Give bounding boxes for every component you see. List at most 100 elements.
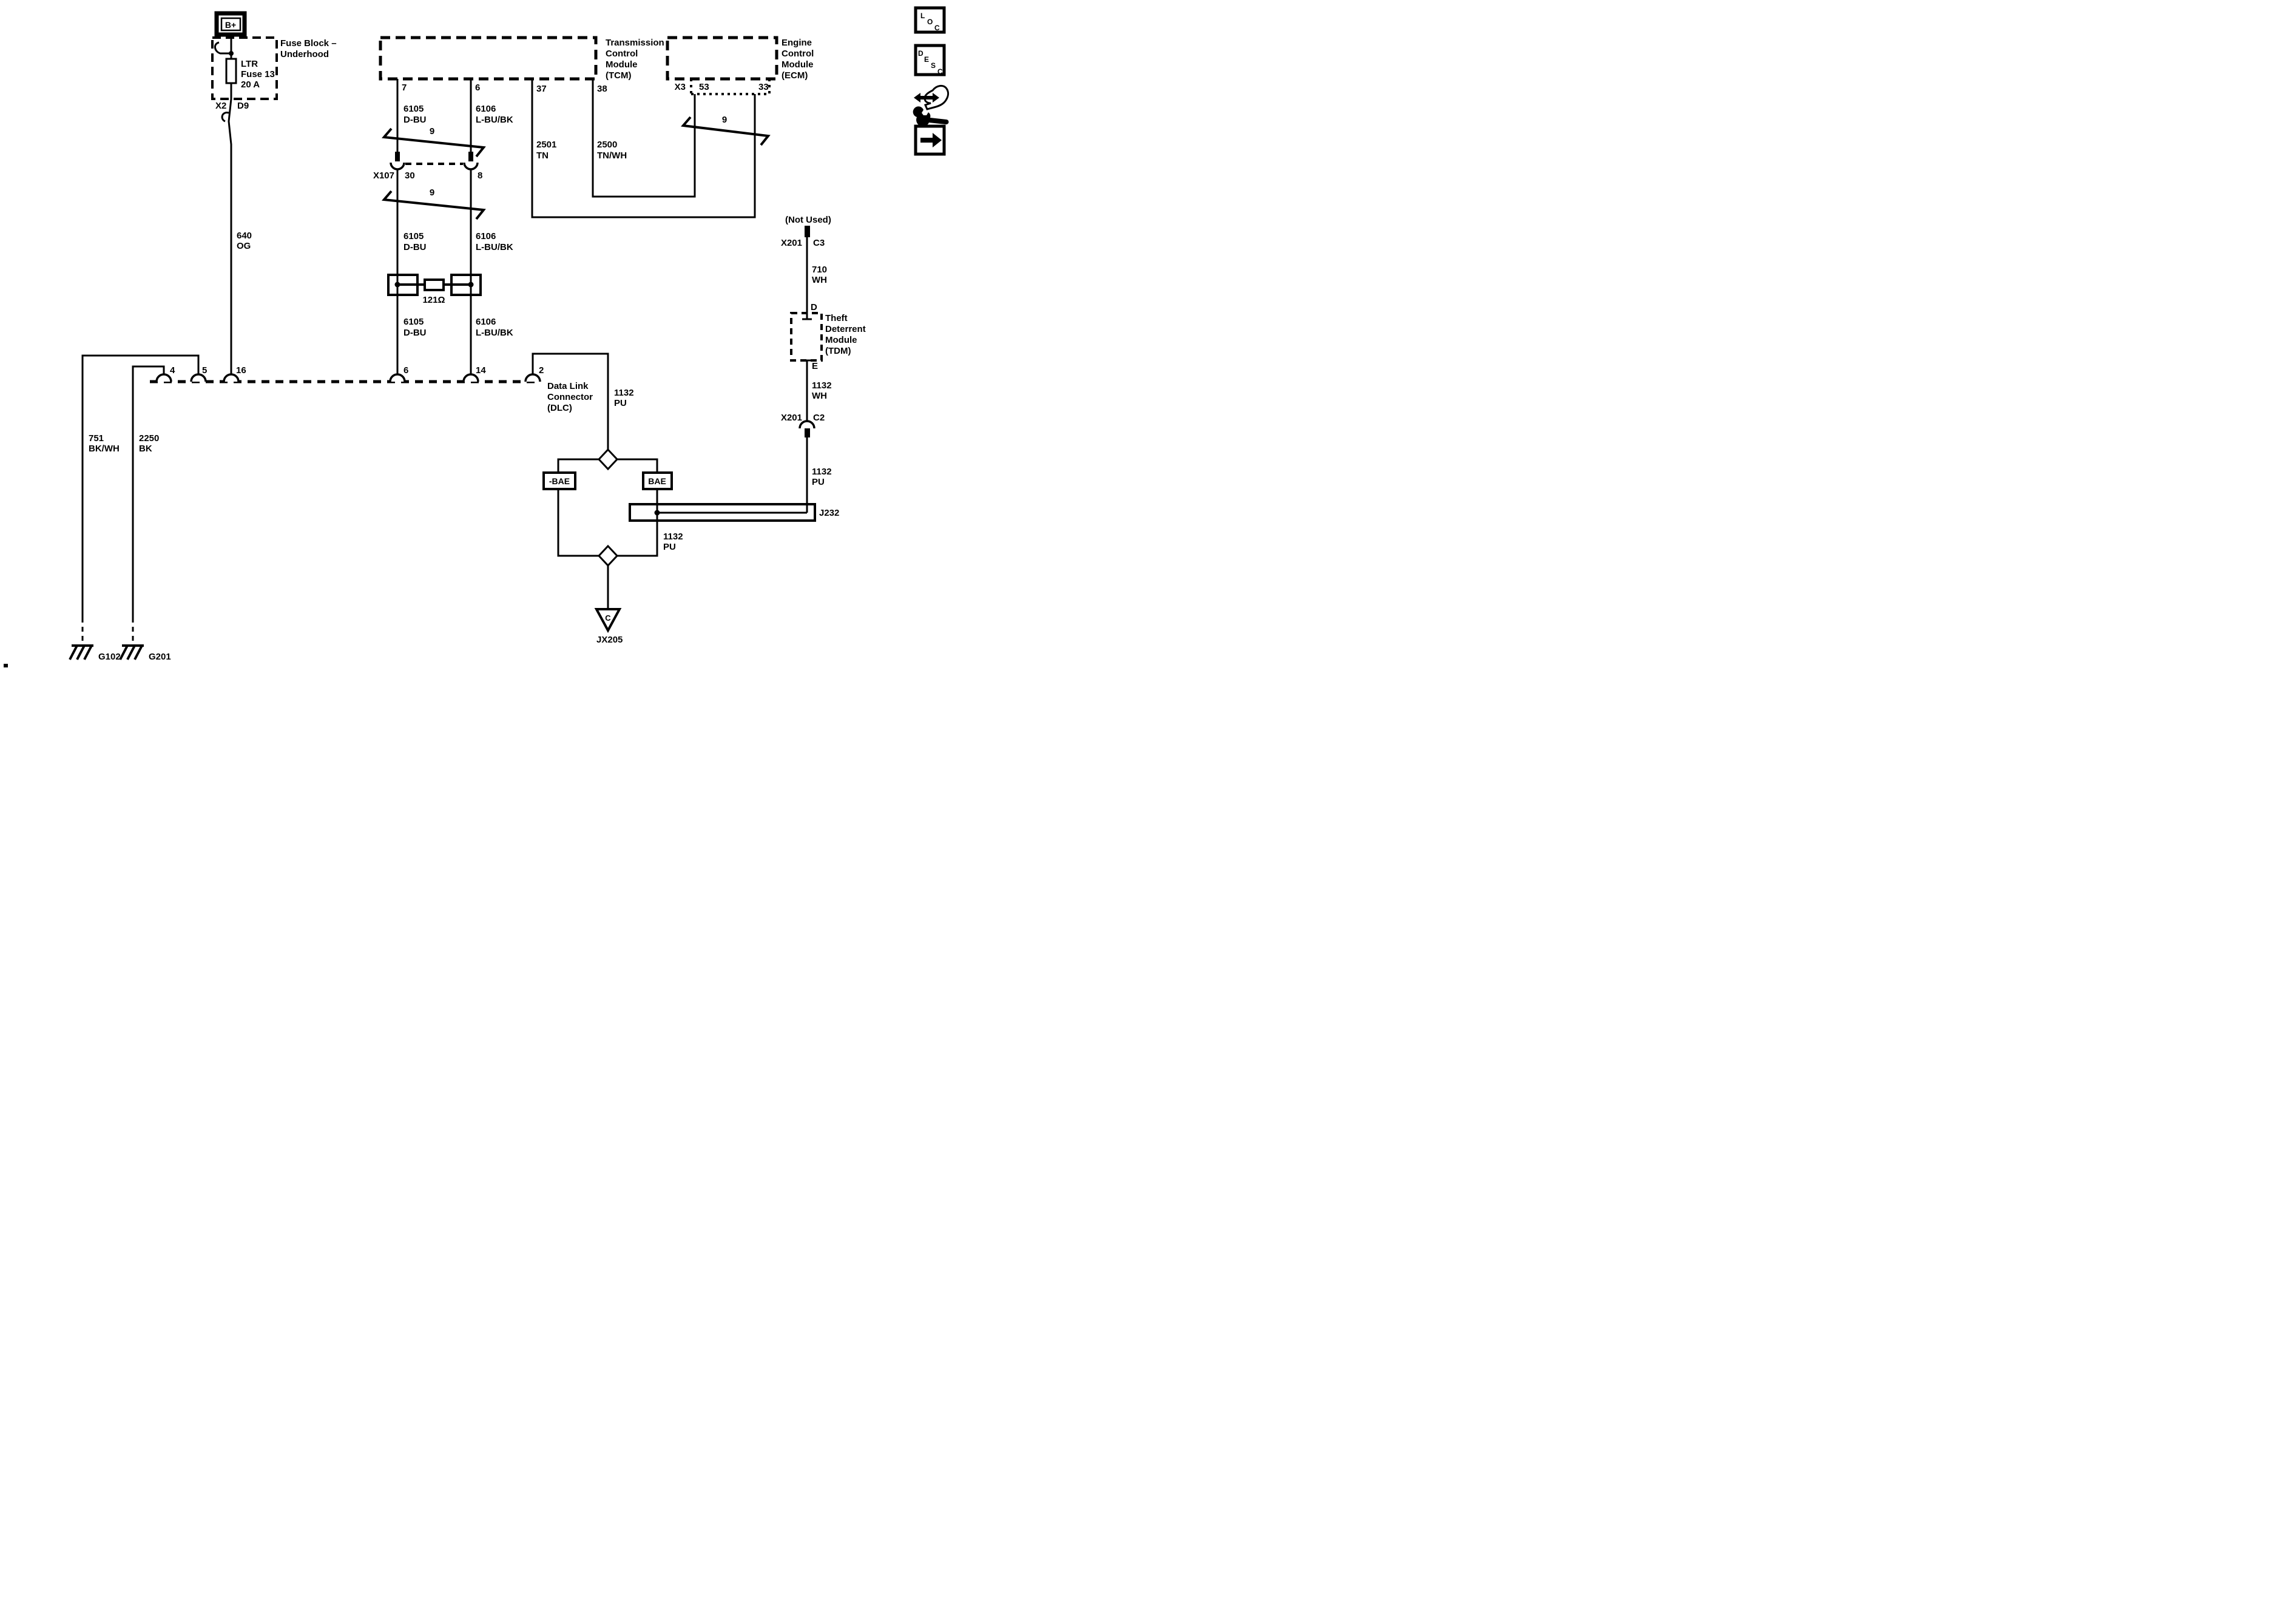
circuit-1132pu-number: 1132 xyxy=(614,388,634,398)
branch-hook-icon xyxy=(214,41,231,55)
desc-icon[interactable]: D E S C xyxy=(914,44,946,76)
page-artifact-dot xyxy=(4,664,8,667)
loc-letter-o: O xyxy=(927,18,933,26)
circuit-640-color: OG xyxy=(237,241,251,251)
tcm-pin-37: 37 xyxy=(536,84,547,94)
tcm-pin-7: 7 xyxy=(402,83,407,93)
twisted-pair-icon xyxy=(381,190,486,220)
dlc-title-line2: Connector xyxy=(547,392,593,402)
splice-diamond-icon xyxy=(597,544,619,567)
bae-neg-label: -BAE xyxy=(549,476,570,486)
wire-1132-pu-dlc xyxy=(532,353,609,450)
circuit-6105-number: 6105 xyxy=(403,104,424,114)
tcm-ecm-loop-wires: 2501 TN 2500 TN/WH 9 xyxy=(531,79,771,218)
wire-2501 xyxy=(531,79,756,218)
dlc-cavity-icon xyxy=(389,373,406,382)
wire-751 xyxy=(81,354,200,618)
twisted-pair-icon xyxy=(381,127,486,158)
x201-c3-label: C3 xyxy=(813,238,825,248)
circuit-1132wh-color: WH xyxy=(812,391,827,401)
circuit-710-number: 710 xyxy=(812,265,827,275)
bae-neg-box xyxy=(542,471,576,490)
twisted-pair-count: 9 xyxy=(722,115,727,125)
circuit-6105-number: 6105 xyxy=(403,317,424,327)
ecm-module: Engine Control Module (ECM) X3 53 33 xyxy=(666,36,814,95)
repair-hand-wrench-icon[interactable] xyxy=(913,85,949,127)
dlc-pin-4: 4 xyxy=(170,365,175,376)
ecm-title-line4: (ECM) xyxy=(782,70,808,81)
circuit-6106-color: L-BU/BK xyxy=(476,328,513,338)
dlc-pin-5: 5 xyxy=(202,365,207,376)
fuse-name: LTR xyxy=(241,59,258,69)
bae-label: BAE xyxy=(648,476,666,486)
ground-g201-label: G201 xyxy=(149,652,171,662)
x201-label: X201 xyxy=(781,413,802,423)
ecm-dashed-box xyxy=(666,36,778,81)
wiring-diagram-page: B+ Fuse Block – Underhood LTR Fuse 13 20… xyxy=(0,0,951,670)
circuit-1132pu-color: PU xyxy=(812,477,825,487)
circuit-2500-number: 2500 xyxy=(597,140,617,150)
splice-diamond-icon xyxy=(597,448,619,471)
tdm-pin-ticks xyxy=(802,318,812,362)
splice-box xyxy=(450,274,482,296)
circuit-1132pu-color: PU xyxy=(663,542,676,552)
circuit-751-color: BK/WH xyxy=(89,444,120,454)
resistor-value: 121Ω xyxy=(422,295,445,305)
dlc-title-line3: (DLC) xyxy=(547,403,572,413)
x201-label: X201 xyxy=(781,238,802,248)
fuse-symbol xyxy=(225,58,237,84)
legend-icons: L O C D E S C xyxy=(913,6,949,156)
tcm-title-line3: Module xyxy=(606,59,638,70)
tcm-module: Transmission Control Module (TCM) 7 6 37… xyxy=(379,36,664,94)
j232-splice-pack-box xyxy=(629,503,816,522)
ground-wires: 751 BK/WH 2250 BK G102 G201 xyxy=(69,354,200,662)
tdm-title-line1: Theft xyxy=(825,313,848,323)
ecm-pin-33: 33 xyxy=(758,82,769,92)
desc-letter-d: D xyxy=(918,49,923,58)
circuit-6106-color: L-BU/BK xyxy=(476,115,513,125)
schematic-canvas: B+ Fuse Block – Underhood LTR Fuse 13 20… xyxy=(4,6,949,667)
b-plus-inner-box xyxy=(220,17,241,32)
circuit-1132pu-number: 1132 xyxy=(812,467,832,477)
dlc-cavity-icon xyxy=(462,373,479,382)
continue-arrow-icon[interactable] xyxy=(914,124,946,156)
connector-socket-icon xyxy=(463,162,479,170)
ecm-pin-53: 53 xyxy=(699,82,709,92)
connector-pin-icon xyxy=(468,152,473,161)
dlc-title-line1: Data Link xyxy=(547,381,589,391)
connector-pin-icon xyxy=(805,226,810,237)
circuit-640-number: 640 xyxy=(237,231,252,241)
connector-socket-icon xyxy=(799,420,815,429)
circuit-6106-number: 6106 xyxy=(476,317,496,327)
circuit-1132pu-color: PU xyxy=(614,398,627,408)
fuse-connector-id: X2 xyxy=(215,101,226,111)
resistor-body xyxy=(424,279,445,291)
junction-dot xyxy=(654,510,660,516)
dlc-pin-14: 14 xyxy=(476,365,486,376)
x107-pin-8: 8 xyxy=(478,170,482,181)
circuit-2250-color: BK xyxy=(139,444,152,454)
circuit-6105-color: D-BU xyxy=(403,242,427,252)
circuit-2500-color: TN/WH xyxy=(597,150,627,161)
dlc-pin-16: 16 xyxy=(236,365,246,376)
fuse-block-underhood: Fuse Block – Underhood LTR Fuse 13 20 A … xyxy=(211,35,337,374)
fuse-block-title-line2: Underhood xyxy=(280,49,329,59)
circuit-2501-number: 2501 xyxy=(536,140,556,150)
loc-letter-c: C xyxy=(934,24,940,32)
junction-dot xyxy=(468,282,474,288)
not-used-label: (Not Used) xyxy=(785,215,831,225)
junction-dot xyxy=(394,282,400,288)
tdm-title-line3: Module xyxy=(825,335,857,345)
tcm-dashed-box xyxy=(379,36,598,81)
ground-g102-label: G102 xyxy=(98,652,121,662)
ecm-x3-connector-box xyxy=(690,79,771,95)
loc-icon[interactable]: L O C xyxy=(914,6,946,34)
branch-hook-icon xyxy=(221,112,229,123)
dlc-cavity-icon xyxy=(155,373,172,382)
circuit-1132wh-number: 1132 xyxy=(812,380,832,391)
tdm-title-line4: (TDM) xyxy=(825,346,851,356)
dlc-cavity-icon xyxy=(223,373,240,382)
terminating-resistor-assembly: 121Ω xyxy=(387,274,482,305)
tcm-title-line2: Control xyxy=(606,49,638,59)
tcm-title-line1: Transmission xyxy=(606,38,664,48)
